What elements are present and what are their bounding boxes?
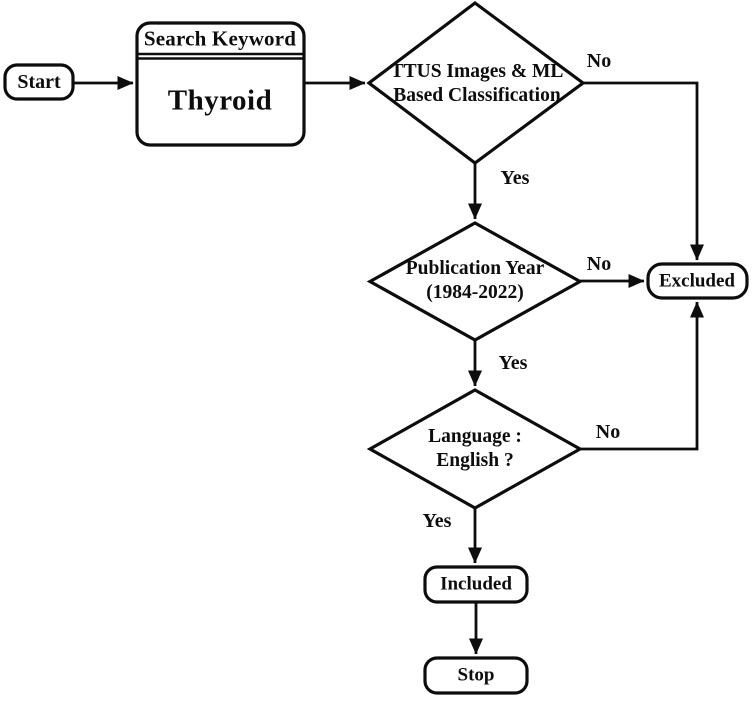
decision1-label-line2: Based Classification [393, 85, 561, 106]
decision2-yes-label: Yes [498, 352, 528, 374]
included-node [423, 565, 529, 604]
search-keyword-header: Search Keyword [143, 26, 297, 51]
decision1-yes-label: Yes [500, 167, 530, 189]
start-label: Start [17, 71, 61, 93]
decision3-label-line2: English ? [436, 450, 514, 471]
decision1-diamond [366, 1, 586, 165]
search-keyword-value: Thyroid [167, 84, 273, 117]
decision3-label-line1: Language : [428, 426, 522, 447]
decision3-no-label: No [595, 421, 621, 443]
decision2-diamond [366, 221, 584, 342]
decision2-label-line2: (1984-2022) [426, 282, 524, 303]
decision3-diamond [366, 388, 584, 510]
stop-label: Stop [457, 664, 495, 686]
stop-node [423, 656, 529, 695]
start-node [3, 63, 75, 101]
edge-decision3-no-to-excluded [580, 301, 704, 451]
decision3-yes-label: Yes [422, 510, 452, 532]
edge-decision1-no-to-excluded [582, 81, 704, 261]
decision2-label-line1: Publication Year [405, 258, 545, 279]
decision2-no-label: No [586, 253, 612, 275]
excluded-node [646, 262, 749, 300]
decision1-no-label: No [586, 50, 612, 72]
decision1-label-line1: TTUS Images & ML [390, 61, 564, 82]
excluded-label: Excluded [658, 270, 736, 292]
included-label: Included [440, 573, 512, 595]
